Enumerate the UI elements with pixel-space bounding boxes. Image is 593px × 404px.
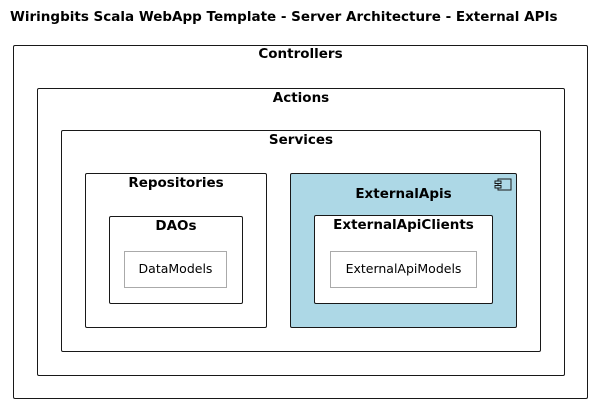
repositories-package: Repositories [85,173,267,328]
controllers-label: Controllers [258,46,343,62]
datamodels-node: DataModels [124,251,227,288]
services-package: Services [61,130,541,352]
externalapiclients-label: ExternalApiClients [333,217,474,233]
diagram-title: Wiringbits Scala WebApp Template - Serve… [10,9,558,25]
controllers-package: Controllers [13,45,588,399]
externalapis-label: ExternalApis [355,186,452,202]
services-label: Services [268,132,334,148]
daos-package: DAOs [109,216,243,304]
actions-label: Actions [272,90,330,106]
externalapimodels-node: ExternalApiModels [330,251,477,288]
actions-package: Actions [37,88,565,376]
repositories-label: Repositories [128,175,224,191]
component-icon [494,178,512,191]
daos-label: DAOs [155,218,197,234]
